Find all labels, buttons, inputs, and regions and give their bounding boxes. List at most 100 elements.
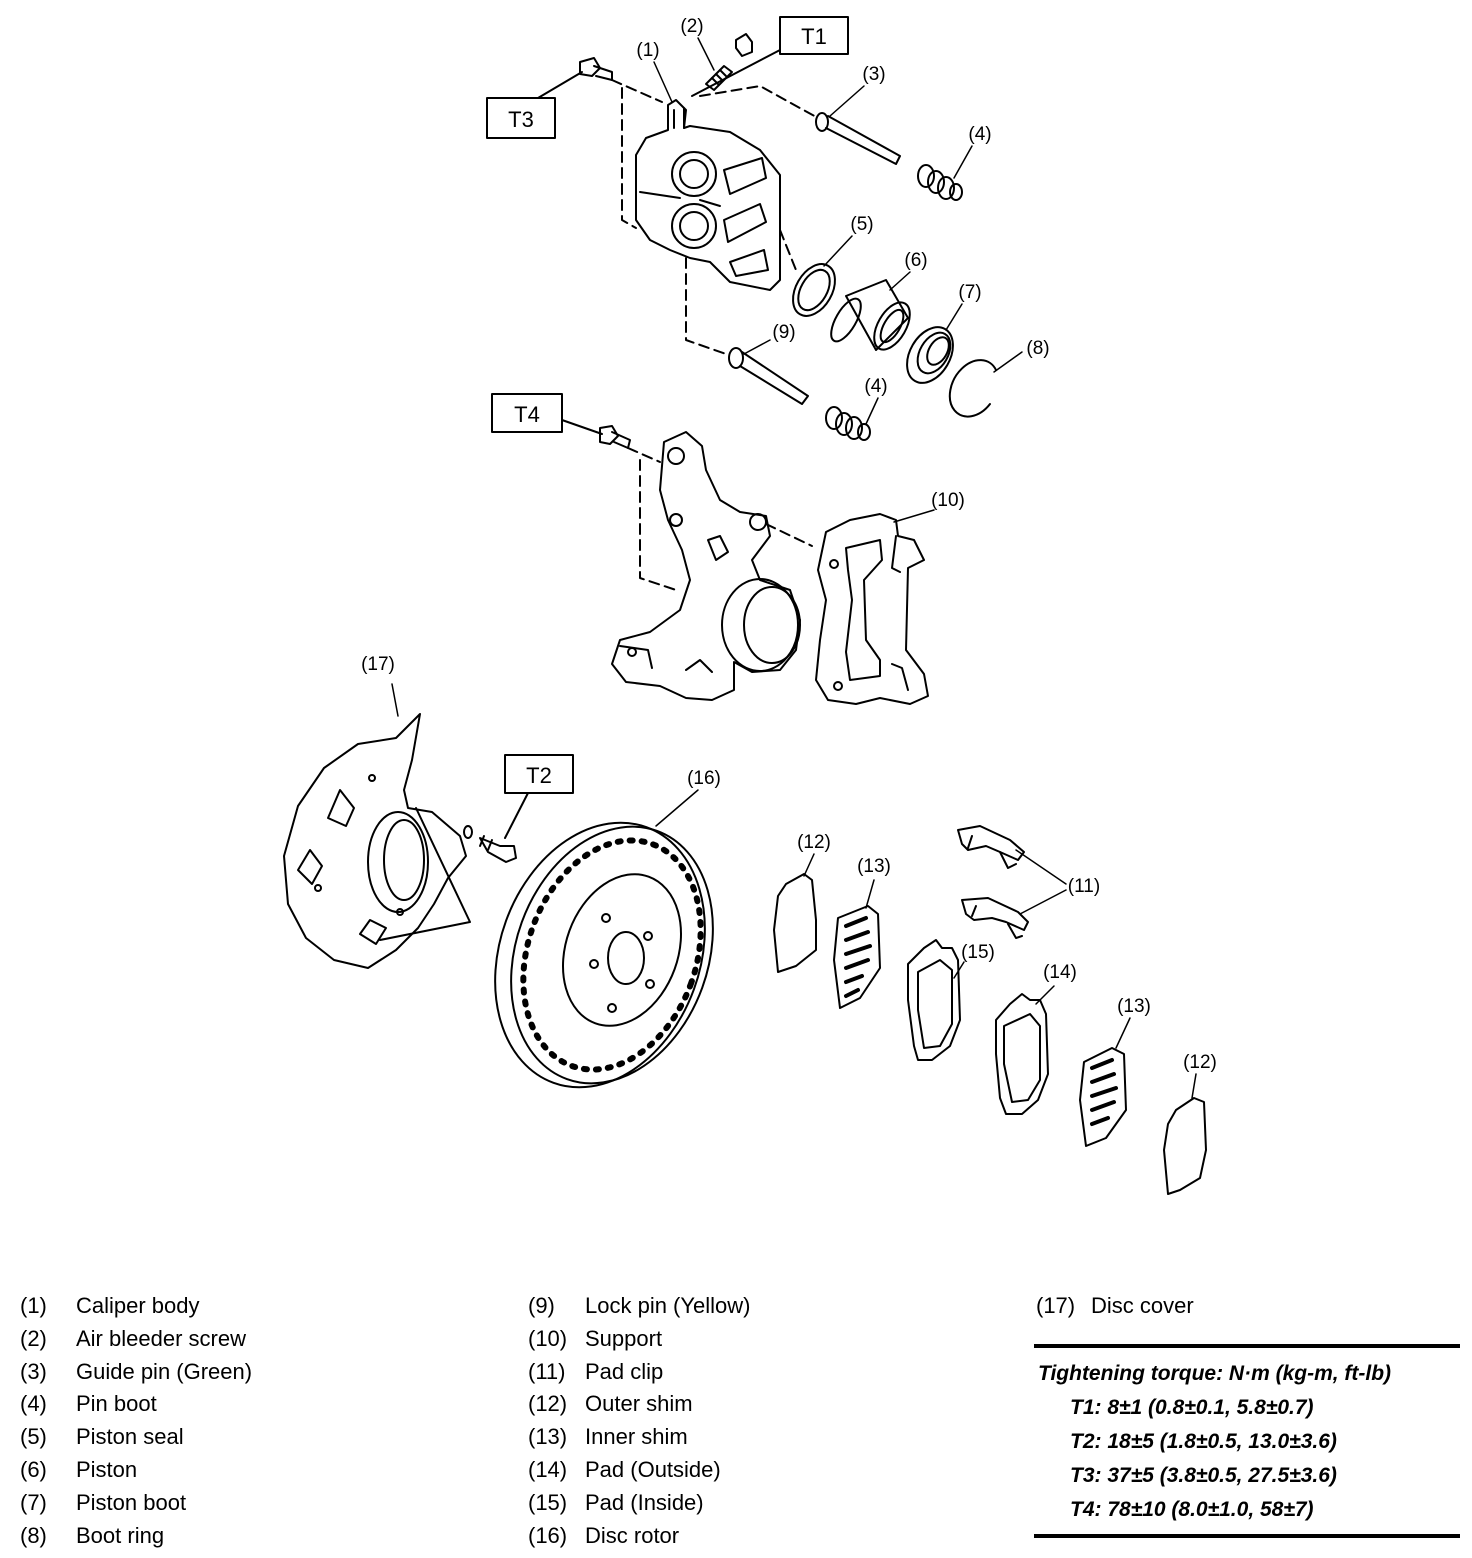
pad-clip-lower [961, 897, 1029, 939]
legend-text: Guide pin (Green) [76, 1358, 253, 1384]
pin-boot-upper [917, 164, 963, 201]
callout-7: (7) [958, 282, 981, 303]
legend-text: Piston boot [76, 1489, 187, 1515]
legend-number: (15) [528, 1489, 568, 1515]
steering-knuckle [611, 431, 801, 701]
legend-item: (14) Pad (Outside) [528, 1454, 751, 1487]
legend-number: (12) [528, 1391, 568, 1417]
legend-item: (15) Pad (Inside) [528, 1487, 751, 1520]
torque-row-t1: T1: 8±1 (0.8±0.1, 5.8±0.7) [1070, 1396, 1314, 1419]
legend-text: Air bleeder screw [76, 1325, 246, 1351]
callout-9: (9) [772, 322, 795, 343]
callout-17: (17) [361, 654, 395, 675]
legend-column-3: (17) Disc cover [1036, 1290, 1194, 1323]
tag-t2-label: T2 [526, 763, 552, 788]
callout-4-upper: (4) [968, 124, 991, 145]
assembly-lines-knuckle [627, 447, 813, 591]
callout-12-left: (12) [797, 832, 831, 853]
piston-seal [792, 263, 836, 317]
caliper-body [635, 99, 781, 291]
callout-13-left: (13) [857, 856, 891, 877]
legend-text: Pad (Inside) [585, 1489, 704, 1515]
legend-text: Disc rotor [585, 1522, 680, 1548]
legend-item: (5) Piston seal [20, 1421, 252, 1454]
lock-pin [728, 347, 809, 405]
legend-number: (2) [20, 1325, 47, 1351]
legend-number: (7) [20, 1489, 47, 1515]
legend-text: Pin boot [76, 1391, 157, 1417]
legend-text: Disc cover [1091, 1293, 1194, 1318]
tag-t2: T2 [504, 754, 574, 839]
legend-column-2: (9)Lock pin (Yellow) (10) Support (11) Pad… [528, 1290, 751, 1552]
callout-5: (5) [850, 214, 873, 235]
t2-bolt [463, 825, 517, 863]
disc-cover [283, 713, 471, 969]
legend-number: (5) [20, 1424, 47, 1450]
callout-2: (2) [680, 16, 703, 37]
legend-item: (1)Caliper body [20, 1290, 252, 1323]
torque-title: Tightening torque: N·m (kg-m, ft-lb) [1038, 1362, 1392, 1385]
legend-item: (16) Disc rotor [528, 1520, 751, 1553]
outer-shim-left [773, 873, 817, 973]
pad-outside [995, 993, 1049, 1115]
legend-item: (13)Inner shim [528, 1421, 751, 1454]
legend-number: (4) [20, 1391, 47, 1417]
callout-8: (8) [1026, 338, 1049, 359]
callout-11: (11) [1068, 876, 1100, 897]
legend-text: Support [585, 1325, 663, 1351]
legend-number: (8) [20, 1522, 47, 1548]
legend-column-1: (1)Caliper body (2) Air bleeder screw (3)… [20, 1290, 252, 1552]
t3-bolt [579, 57, 613, 81]
legend-number: (16) [528, 1522, 568, 1548]
exploded-view-diagram: T1 T3 T4 T2 [283, 16, 1217, 1195]
legend-item: (7) Piston boot [20, 1487, 252, 1520]
piston [830, 279, 911, 351]
legend-number: (11) [528, 1358, 566, 1384]
boot-ring [948, 359, 997, 418]
callout-6: (6) [904, 250, 927, 271]
callouts: (1) (2) (3) (4) (5) (6) (7) (8) (9) (4) … [361, 16, 1217, 1073]
tag-t3-label: T3 [508, 107, 534, 132]
callout-3: (3) [862, 64, 885, 85]
tag-t1-label: T1 [801, 24, 827, 49]
legend-item: (11) Pad clip [528, 1356, 751, 1389]
assembly-lines-caliper [611, 79, 819, 355]
air-bleeder-screw [705, 33, 753, 91]
legend-item: (9)Lock pin (Yellow) [528, 1290, 751, 1323]
callout-10: (10) [931, 490, 965, 511]
inner-shim-left [833, 905, 881, 1009]
callout-4-lower: (4) [864, 376, 887, 397]
disc-rotor [494, 821, 714, 1089]
legend-number: (14) [528, 1456, 568, 1482]
legend-item: (17) Disc cover [1036, 1290, 1194, 1323]
legend-text: Caliper body [76, 1293, 200, 1318]
pad-inside [907, 939, 961, 1061]
pin-boot-lower [825, 406, 871, 441]
legend-number: (10) [528, 1325, 568, 1351]
legend-item: (3)Guide pin (Green) [20, 1356, 252, 1389]
callout-13-right: (13) [1117, 996, 1151, 1017]
legend-number: (9) [528, 1293, 555, 1318]
outer-shim-right [1163, 1097, 1207, 1195]
guide-pin [815, 112, 901, 165]
callout-1: (1) [636, 40, 659, 61]
legend-item: (2) Air bleeder screw [20, 1323, 252, 1356]
legend-text: Piston seal [76, 1424, 184, 1450]
legend-text: Boot ring [76, 1522, 165, 1548]
t4-bolt [599, 425, 631, 449]
legend-item: (8) Boot ring [20, 1520, 252, 1553]
legend-text: Piston [76, 1456, 138, 1482]
legend-text: Pad clip [585, 1358, 664, 1384]
legend-item: (6)Piston [20, 1454, 252, 1487]
tightening-torque-table: Tightening torque: N·m (kg-m, ft-lb) T1:… [1034, 1344, 1460, 1538]
tag-t3: T3 [486, 71, 583, 139]
legend-number: (17) [1036, 1293, 1076, 1318]
inner-shim-right [1079, 1047, 1127, 1147]
support-bracket [815, 513, 929, 705]
torque-row-t4: T4: 78±10 (8.0±1.0, 58±7) [1070, 1498, 1314, 1521]
tag-t4-label: T4 [514, 402, 540, 427]
tag-t4: T4 [491, 393, 603, 435]
tag-t1: T1 [691, 16, 849, 97]
leader-lines [391, 37, 1197, 1099]
legend-text: Pad (Outside) [585, 1456, 721, 1482]
